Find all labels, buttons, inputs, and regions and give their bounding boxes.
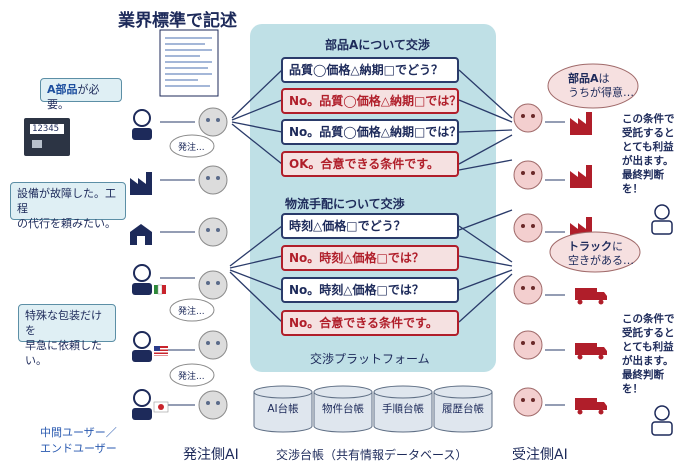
parts-negotiation-header: 部品Aについて交渉 [325,38,430,52]
left-connectors [231,69,283,165]
connector-line [458,134,513,165]
decision-1-line: が出ます。 [622,155,674,167]
parts-message-3: No。品質◯価格△納期□では？ [281,119,461,145]
order-thought-3: 発注... [178,372,205,382]
connector-line [458,269,513,291]
truck-rest-1: に [612,240,623,253]
good-at-part-bold: 部品A [568,72,599,85]
failure-line-2: の代行を頼みたい。 [17,217,116,230]
connector-line [458,99,513,123]
decision-1-line: とても利益 [622,141,674,153]
truck-icons [575,288,607,415]
document-icon [159,29,219,97]
decision-1-line: を！ [622,183,643,195]
logistics-message-2: No。時刻△価格□では？ [281,245,459,271]
need-part-callout: A部品が必要。 [40,78,122,111]
connector-line [229,225,283,267]
meter-device-icon [24,118,70,156]
ledger-procedure: 手順台帳 [382,403,424,415]
supplier-thought-clouds [547,63,641,273]
truck-rest-2: 空きがある… [568,254,634,267]
decision-2-line: この条件で [622,313,675,325]
good-at-part-thought: 部品Aは うちが得意… [568,72,634,100]
users-label-line-1: 中間ユーザー／ [40,426,117,439]
right-connectors [458,69,513,323]
logistics-message-3: No。時刻△価格□では？ [281,277,459,303]
connector-line [458,159,513,171]
logistics-negotiation-header: 物流手配について交渉 [285,197,405,211]
users-label-line-2: エンドユーザー [40,442,117,455]
decision-1-line: 最終判断 [622,169,664,181]
connector-line [458,209,513,231]
parts-message-4: OK。合意できる条件です。 [281,151,459,177]
connector-line [458,129,513,133]
receiving-ai-eyes [521,114,535,402]
packaging-line-1: 特殊な包装だけを [25,309,102,337]
connector-line [231,121,283,133]
decision-2-line: 受託すると [622,327,675,339]
packaging-line-2: 早急に依頼したい。 [25,339,102,367]
platform-label: 交渉プラットフォーム [310,352,430,366]
connector-line [231,123,283,165]
decision-1-line: 受託すると [622,127,675,139]
ordering-ai-eyes [206,118,220,405]
order-thought-2: 発注... [178,307,205,317]
parts-message-2: No。品質◯価格△納期□では？ [281,88,461,114]
connector-line [229,271,283,323]
supplier-factory-icons [570,112,592,240]
decision-request-2: この条件で 受託すると とても利益 が出ます。 最終判断 を！ [622,312,675,396]
italy-user-icon [132,264,166,295]
receiving-ai-robots [513,103,543,417]
meter-display-text: 12345 [32,124,60,134]
packaging-request-callout: 特殊な包装だけを 早急に依頼したい。 [18,304,116,367]
decision-1-line: この条件で [622,113,675,125]
connector-line [231,69,283,119]
connector-line [229,269,283,291]
standard-description-title: 業界標準で記述 [118,11,237,31]
japan-user-icon [132,389,169,420]
failure-line-1: 設備が故障した。工程 [17,187,116,215]
connector-line [229,255,283,269]
connector-line [458,255,513,267]
warehouse-icon [130,224,152,245]
need-part-bold: A部品 [47,83,78,96]
ledger-caption: 交渉台帳（共有情報データベース） [276,448,468,462]
logistics-message-1: 時刻△価格□でどう？ [281,213,459,239]
left-connectors-2 [229,225,283,323]
truck-bold: トラック [568,240,612,253]
need-part-rest: が必要。 [47,83,100,111]
decision-2-line: とても利益 [622,341,674,353]
decision-2-line: が出ます。 [622,355,674,367]
ledger-cylinders [253,385,493,433]
equipment-failure-callout: 設備が故障した。工程 の代行を頼みたい。 [10,182,126,230]
supplier-manager-icons [651,204,673,436]
ordering-ai-label: 発注側AI [183,447,239,463]
connector-line [231,99,283,121]
receiving-ai-label: 受注側AI [512,447,568,463]
ordering-ai-robots [198,107,228,420]
usa-user-icon [132,331,168,362]
truck-available-thought: トラックに 空きがある… [568,240,634,268]
engineer-user-icon [132,109,152,140]
decision-2-line: を！ [622,383,643,395]
decision-2-line: 最終判断 [622,369,664,381]
decision-request-1: この条件で 受託すると とても利益 が出ます。 最終判断 を！ [622,112,675,196]
parts-message-1: 品質◯価格△納期□でどう？ [281,57,459,83]
ledger-ai: AI台帳 [267,403,299,415]
ledger-property: 物件台帳 [322,403,364,415]
order-thought-1: 発注... [178,143,205,153]
factory-icon [130,172,152,195]
ledger-history: 履歴台帳 [442,403,484,415]
thought-clouds [169,134,215,387]
logistics-message-4: No。合意できる条件です。 [281,310,459,336]
connector-line [458,69,513,119]
good-at-part-rest-1: は [598,72,610,85]
connector-line [458,273,513,323]
good-at-part-rest-2: うちが得意… [568,86,634,99]
connector-line [458,225,513,263]
